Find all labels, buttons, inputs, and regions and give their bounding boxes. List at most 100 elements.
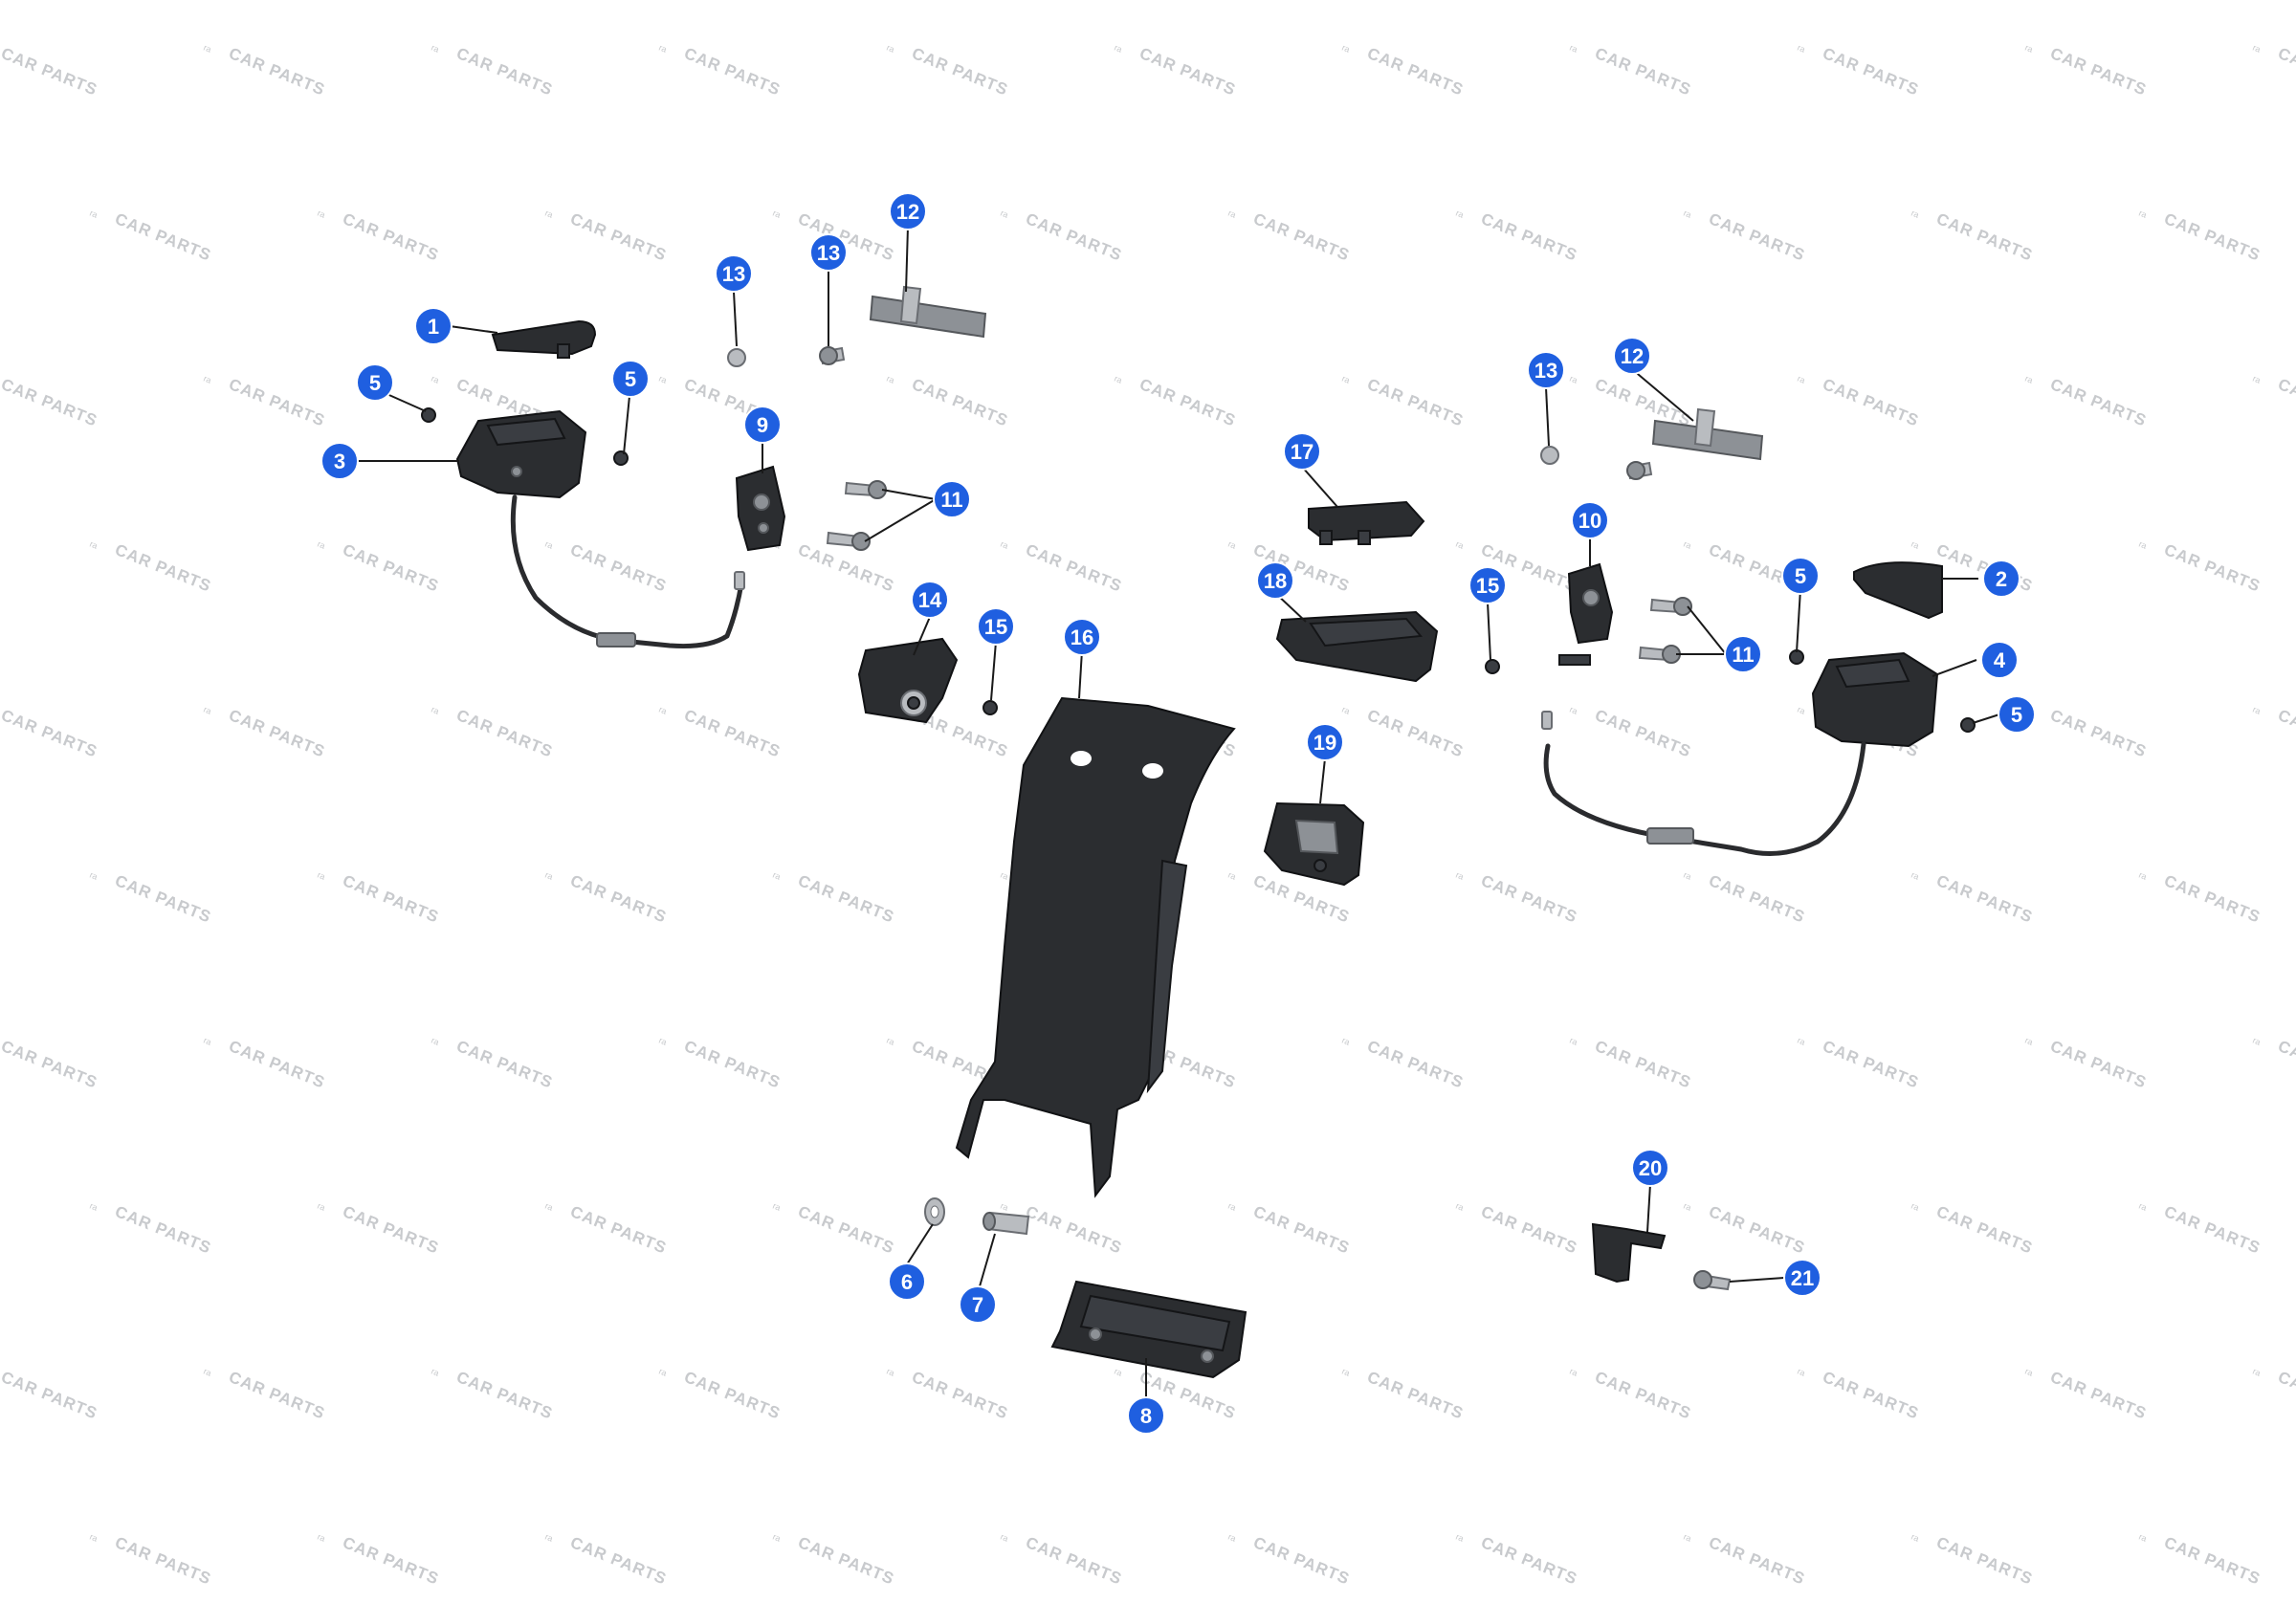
part-18-tray: [1275, 610, 1439, 683]
callout-1: 1: [414, 307, 453, 345]
watermark-text: CAR PARTS: [682, 44, 784, 99]
watermark-text: CAR PARTS: [0, 1037, 100, 1092]
watermark-badge: ra: [88, 870, 99, 882]
watermark-badge: ra: [771, 1532, 782, 1544]
watermark-text: CAR PARTS: [454, 1368, 556, 1423]
watermark-text: CAR PARTS: [2162, 540, 2263, 596]
callout-bubble: [977, 607, 1015, 646]
watermark-text: CAR PARTS: [0, 706, 100, 761]
callout-number: 13: [722, 262, 745, 286]
watermark-badge: ra: [885, 1367, 895, 1378]
watermark-badge: ra: [885, 43, 895, 55]
leader-lines: [357, 226, 2000, 1398]
callout-number: 20: [1639, 1156, 1662, 1180]
watermark-text: CAR PARTS: [341, 540, 442, 596]
watermark-badge: ra: [1454, 1532, 1465, 1544]
watermark-badge: ra: [1454, 539, 1465, 551]
watermark-badge: ra: [430, 1036, 440, 1047]
watermark-text: CAR PARTS: [1479, 209, 1580, 265]
watermark-text: CAR PARTS: [1821, 1368, 1922, 1423]
watermark-badge: ra: [999, 539, 1009, 551]
watermark-badge: ra: [430, 705, 440, 716]
part-20-small-bracket: [1591, 1222, 1667, 1284]
callout-17: 17: [1283, 432, 1321, 471]
callout-bubble: [1468, 566, 1507, 604]
watermark-badge: ra: [2137, 539, 2148, 551]
callout-15: 15: [977, 607, 1015, 646]
callout-number: 12: [1621, 344, 1644, 368]
watermark-text: CAR PARTS: [1934, 1202, 2036, 1258]
callout-5: 5: [356, 363, 394, 402]
part-8-base-plate: [1050, 1280, 1247, 1379]
part-3-cable: [510, 494, 745, 648]
watermark-text: CAR PARTS: [1365, 44, 1467, 99]
callout-number: 21: [1791, 1266, 1814, 1290]
watermark-text: CAR PARTS: [1137, 44, 1239, 99]
callout-bubble: [1306, 723, 1344, 761]
watermark-text: CAR PARTS: [1707, 1533, 1808, 1589]
callout-number: 13: [1534, 359, 1557, 383]
watermark-text: CAR PARTS: [227, 44, 328, 99]
callout-number: 5: [2011, 703, 2022, 727]
watermark-text: CAR PARTS: [2048, 1037, 2150, 1092]
callout-bubble: [809, 233, 848, 272]
callout-bubble: [356, 363, 394, 402]
callout-21: 21: [1783, 1259, 1821, 1297]
callout-19: 19: [1306, 723, 1344, 761]
callout-bubble: [1283, 432, 1321, 471]
watermark-badge: ra: [316, 1532, 326, 1544]
watermark-text: CAR PARTS: [568, 209, 670, 265]
callout-bubble: [1571, 501, 1609, 539]
watermark-badge: ra: [1340, 43, 1351, 55]
part-17-lid: [1308, 500, 1425, 545]
watermark-text: CAR PARTS: [568, 871, 670, 927]
watermark-badge: ra: [316, 539, 326, 551]
callout-8: 8: [1127, 1396, 1165, 1435]
watermark-text: CAR PARTS: [1821, 375, 1922, 430]
callout-bubble: [1127, 1396, 1165, 1435]
callout-bubble: [911, 581, 949, 619]
part-16-armrest-bracket: [955, 696, 1236, 1198]
watermark-badge: ra: [1226, 539, 1237, 551]
callout-bubble: [889, 192, 927, 230]
watermark-text: CAR PARTS: [1593, 1368, 1694, 1423]
watermark-text: CAR PARTS: [2276, 1368, 2296, 1423]
watermark-badge: ra: [657, 43, 668, 55]
watermark-badge: ra: [2251, 705, 2262, 716]
callout-13: 13: [1527, 351, 1565, 389]
watermark-text: CAR PARTS: [1593, 375, 1694, 430]
callout-13: 13: [715, 254, 753, 293]
watermark-badge: ra: [2137, 208, 2148, 220]
watermark-badge: ra: [543, 1201, 554, 1213]
watermark-text: CAR PARTS: [113, 1533, 214, 1589]
watermark-badge: ra: [2137, 1532, 2148, 1544]
watermark-badge: ra: [1226, 1201, 1237, 1213]
watermark-badge: ra: [1568, 705, 1578, 716]
callout-5: 5: [1781, 557, 1820, 595]
watermark-text: CAR PARTS: [1479, 871, 1580, 927]
watermark-badge: ra: [88, 1201, 99, 1213]
watermark-badge: ra: [771, 208, 782, 220]
watermark-badge: ra: [1682, 870, 1692, 882]
watermark-text: CAR PARTS: [1251, 1533, 1353, 1589]
watermark-text: CAR PARTS: [2276, 706, 2296, 761]
watermark-badge: ra: [1113, 374, 1123, 385]
callout-16: 16: [1063, 618, 1101, 656]
watermark-text: CAR PARTS: [1365, 706, 1467, 761]
watermark-text: CAR PARTS: [1251, 1202, 1353, 1258]
parts-layer: [421, 285, 1976, 1379]
part-19-catch: [1263, 801, 1365, 887]
watermark-badge: ra: [2251, 1036, 2262, 1047]
watermark-text: CAR PARTS: [2048, 44, 2150, 99]
callout-number: 12: [896, 200, 919, 224]
part-5-screws: [421, 407, 1976, 733]
watermark-badge: ra: [2023, 1036, 2034, 1047]
callout-11: 11: [1724, 635, 1762, 673]
callout-bubble: [888, 1262, 926, 1301]
watermark-text: CAR PARTS: [2048, 1368, 2150, 1423]
callout-bubble: [1527, 351, 1565, 389]
callout-number: 13: [817, 241, 840, 265]
callout-bubble: [611, 360, 650, 398]
watermark-badge: ra: [1454, 870, 1465, 882]
